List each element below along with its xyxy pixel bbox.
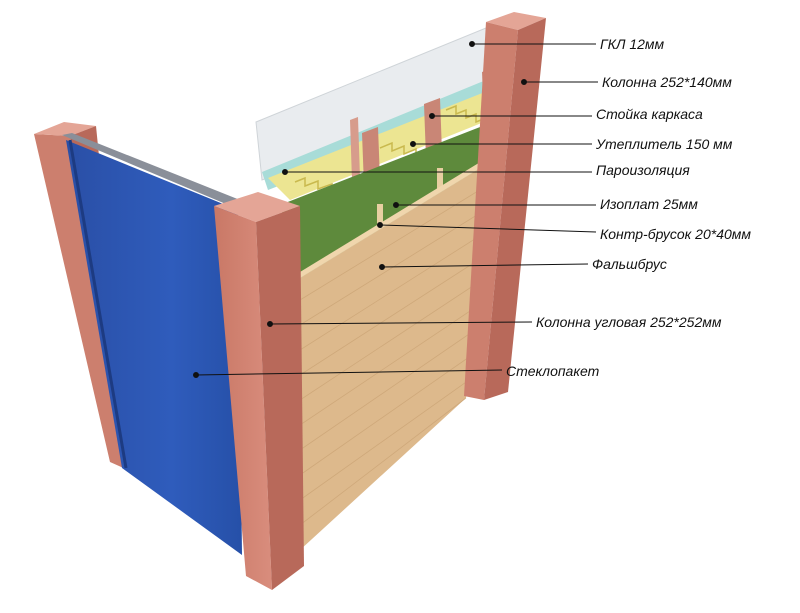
corner-column-side <box>256 206 304 590</box>
back-column-top <box>486 12 546 30</box>
leader-glass-unit <box>195 369 503 376</box>
label-isoplat: Изоплат 25мм <box>600 196 698 212</box>
glass-unit <box>62 133 242 555</box>
label-column: Колонна 252*140мм <box>602 74 732 90</box>
label-frame-post: Стойка каркаса <box>596 106 703 122</box>
leader-gkl-dot <box>469 41 475 47</box>
glass-pane <box>66 140 242 555</box>
corner-column <box>214 192 304 590</box>
leader-column-dot <box>521 79 527 85</box>
leader-corner-column-dot <box>267 321 273 327</box>
frame-post <box>424 98 442 158</box>
insulation-steps-3 <box>445 104 487 124</box>
leader-insulation-dot <box>410 141 416 147</box>
back-column-side <box>484 18 546 400</box>
false-timber-joints <box>299 179 497 526</box>
label-counter-batten: Контр-брусок 20*40мм <box>600 226 751 242</box>
leader-vapor-barrier-dot <box>282 169 288 175</box>
leader-glass-unit-dot <box>193 372 199 378</box>
isoplat-board <box>280 120 500 278</box>
leader-frame-post-dot <box>429 113 435 119</box>
leader-false-timber-dot <box>379 264 385 270</box>
leader-counter-batten <box>379 224 597 233</box>
leader-false-timber <box>381 263 589 268</box>
corner-column-front <box>214 206 272 590</box>
label-false-timber: Фальшбрус <box>592 256 667 272</box>
counter-batten <box>377 204 383 226</box>
counter-battens <box>377 168 443 226</box>
glass-frame <box>62 133 240 210</box>
false-timber-facade <box>299 150 500 550</box>
label-gkl: ГКЛ 12мм <box>600 36 665 52</box>
false-timber-top-edge <box>300 150 500 278</box>
frame-post <box>350 117 360 181</box>
counter-batten <box>437 168 443 190</box>
label-insulation: Утеплитель 150 мм <box>596 136 733 152</box>
left-column-top <box>34 122 96 136</box>
leader-isoplat-dot <box>393 202 399 208</box>
glass-edge <box>68 139 128 469</box>
leader-lines <box>193 41 598 378</box>
leader-counter-batten-dot <box>377 222 383 228</box>
label-vapor-barrier: Пароизоляция <box>596 162 690 178</box>
label-glass-unit: Стеклопакет <box>506 363 600 379</box>
leader-corner-column <box>269 321 533 325</box>
left-column-front <box>34 134 128 470</box>
corner-column-top <box>214 192 300 222</box>
label-corner-column: Колонна угловая 252*252мм <box>536 314 722 330</box>
